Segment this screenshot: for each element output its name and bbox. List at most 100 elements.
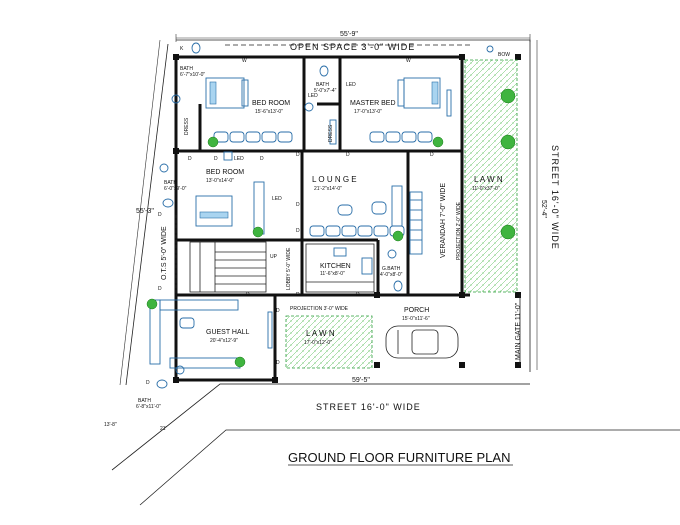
svg-text:L A W N: L A W N bbox=[306, 329, 335, 338]
svg-text:BOW: BOW bbox=[498, 52, 510, 58]
svg-text:PROJECTION 2'-0" WIDE: PROJECTION 2'-0" WIDE bbox=[456, 201, 462, 260]
svg-text:DRESS: DRESS bbox=[328, 124, 334, 142]
plot-boundary bbox=[176, 39, 531, 372]
lobby-label: LOBBY 5'-0" WIDE bbox=[286, 247, 292, 290]
toilet-icon bbox=[156, 379, 168, 389]
right-dimension: 52'-4" bbox=[536, 40, 547, 370]
table-icon bbox=[371, 201, 387, 215]
corner-a-label: 13'-8" bbox=[104, 422, 117, 428]
svg-text:D: D bbox=[246, 292, 250, 298]
bath-left: BATH 6'-0"x9'-0" bbox=[159, 163, 187, 208]
stove-icon bbox=[333, 247, 347, 257]
toilet-icon bbox=[393, 280, 403, 292]
plant-icon bbox=[207, 136, 219, 148]
left-depth-label: 55'-3" bbox=[136, 208, 154, 215]
bottom-dimension: 59'-5" bbox=[220, 377, 530, 385]
svg-text:W: W bbox=[242, 58, 247, 64]
plant-icon bbox=[500, 88, 516, 104]
svg-text:K: K bbox=[180, 46, 184, 52]
bath-bottom: BATH 6'-8"x11'-0" bbox=[136, 365, 185, 410]
main-gate: MAIN GATE 11'-0" bbox=[515, 295, 522, 365]
toilet-icon bbox=[319, 65, 329, 77]
bath-mid: BATH 5'-0"x7'-4" LED LED DRESS bbox=[304, 65, 356, 145]
ots: O.T.S 5'-0" WIDE bbox=[161, 215, 177, 295]
basin-icon bbox=[304, 102, 314, 112]
bench-icon bbox=[409, 191, 423, 255]
car-icon bbox=[385, 325, 459, 359]
open-space-label: OPEN SPACE 3'-0" WIDE bbox=[290, 42, 415, 52]
svg-text:W: W bbox=[406, 58, 411, 64]
svg-text:17'-0"x13'-0": 17'-0"x13'-0" bbox=[354, 109, 382, 115]
basin-icon bbox=[387, 249, 397, 259]
street-right-label: STREET 16'-0" WIDE bbox=[550, 145, 560, 250]
svg-text:D: D bbox=[276, 308, 280, 314]
plan-title: GROUND FLOOR FURNITURE PLAN bbox=[288, 450, 510, 465]
basin-icon bbox=[159, 163, 169, 173]
svg-text:5'-0"x7'-4": 5'-0"x7'-4" bbox=[314, 88, 337, 94]
svg-text:D: D bbox=[296, 228, 300, 234]
sofa-icon bbox=[391, 185, 403, 227]
columns bbox=[173, 54, 521, 383]
svg-text:13'-0"x14'-0": 13'-0"x14'-0" bbox=[206, 178, 234, 184]
svg-text:BATH: BATH bbox=[316, 82, 329, 88]
svg-text:D: D bbox=[356, 292, 360, 298]
door-markers: D D D D D D D D D D D D D D D D bbox=[146, 152, 434, 386]
svg-text:BATH: BATH bbox=[164, 180, 177, 186]
basin-icon bbox=[171, 94, 181, 104]
svg-text:15'-0"x11'-6": 15'-0"x11'-6" bbox=[402, 316, 430, 322]
svg-text:BATH: BATH bbox=[180, 66, 193, 72]
svg-text:MASTER BED: MASTER BED bbox=[350, 100, 396, 107]
table-icon bbox=[179, 317, 195, 329]
svg-text:G.BATH: G.BATH bbox=[382, 266, 401, 272]
street-bottom-label: STREET 16'-0" WIDE bbox=[316, 402, 421, 412]
svg-text:4'-0"x8'-0": 4'-0"x8'-0" bbox=[380, 272, 403, 278]
bed-room-1: BED ROOM 15'-6"x13'-0" DRESS W bbox=[184, 58, 293, 148]
svg-text:BED ROOM: BED ROOM bbox=[252, 100, 290, 107]
plant-icon bbox=[500, 224, 516, 240]
svg-text:D: D bbox=[158, 212, 162, 218]
sofa-set-icon bbox=[213, 131, 293, 143]
svg-text:21'-2"x14'-0": 21'-2"x14'-0" bbox=[314, 186, 342, 192]
plant-icon bbox=[500, 134, 516, 150]
plant-icon bbox=[234, 356, 246, 368]
plant-icon bbox=[252, 226, 264, 238]
svg-text:L A W N: L A W N bbox=[474, 175, 503, 184]
toilet-icon bbox=[162, 198, 174, 208]
verandah: VERANDAH 7'-0" WIDE PROJECTION 2'-0" WID… bbox=[409, 183, 462, 260]
svg-text:D: D bbox=[296, 292, 300, 298]
top-dimension: 55'-9" bbox=[175, 31, 531, 42]
svg-text:D: D bbox=[346, 152, 350, 158]
bottom-width-label: 59'-5" bbox=[352, 377, 370, 384]
svg-text:LED: LED bbox=[272, 196, 282, 202]
svg-text:D: D bbox=[188, 156, 192, 162]
table-icon bbox=[337, 204, 353, 216]
basin-icon bbox=[175, 365, 185, 375]
svg-text:11'-6"x8'-0": 11'-6"x8'-0" bbox=[320, 271, 345, 277]
plant-icon bbox=[392, 230, 404, 242]
svg-text:17'-0"x12'-0": 17'-0"x12'-0" bbox=[304, 340, 332, 346]
svg-text:LED: LED bbox=[346, 82, 356, 88]
svg-text:KITCHEN: KITCHEN bbox=[320, 263, 351, 270]
svg-text:LED: LED bbox=[308, 93, 318, 99]
svg-text:15'-6"x13'-0": 15'-6"x13'-0" bbox=[255, 109, 283, 115]
g-bath: G.BATH 4'-0"x8'-0" bbox=[380, 249, 403, 292]
bed-icon bbox=[195, 195, 233, 227]
svg-text:GUEST HALL: GUEST HALL bbox=[206, 329, 250, 336]
right-depth-label: 52'-4" bbox=[540, 200, 547, 218]
svg-text:MAIN GATE 11'-0": MAIN GATE 11'-0" bbox=[515, 302, 522, 360]
staircase: UP bbox=[189, 241, 278, 293]
lounge: L O U N G E 21'-2"x14'-0" bbox=[309, 175, 405, 242]
left-dimension: 55'-3" bbox=[119, 39, 161, 386]
lawn-right: L A W N 11'-0"x37'-0" BOW bbox=[464, 45, 518, 293]
projection-bottom-label: PROJECTION 3'-0" WIDE bbox=[290, 306, 349, 312]
svg-text:20'-4"x12'-9": 20'-4"x12'-9" bbox=[210, 338, 238, 344]
master-bed: MASTER BED 17'-0"x13'-0" W bbox=[350, 58, 452, 148]
svg-text:LED: LED bbox=[234, 156, 244, 162]
bath-top-left: BATH 6'-7"x10'-0" K bbox=[171, 42, 205, 104]
sink-icon bbox=[361, 257, 373, 275]
svg-text:VERANDAH 7'-0" WIDE: VERANDAH 7'-0" WIDE bbox=[440, 183, 447, 258]
svg-text:BED ROOM: BED ROOM bbox=[206, 169, 244, 176]
svg-text:D: D bbox=[296, 152, 300, 158]
porch: PORCH 15'-0"x11'-6" bbox=[385, 307, 459, 359]
